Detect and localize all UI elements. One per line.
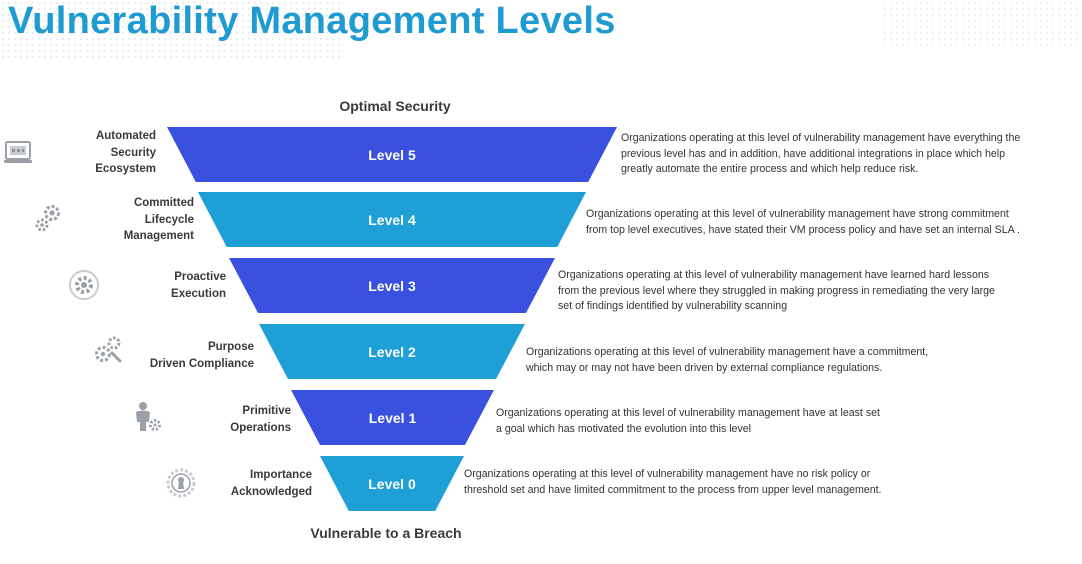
monitor-icon xyxy=(2,136,34,168)
person-gear-icon xyxy=(131,400,163,432)
level-2-label: Level 2 xyxy=(368,343,416,360)
level-3-name: Proactive Execution xyxy=(171,271,226,300)
level-2-name: Purpose Driven Compliance xyxy=(149,341,254,370)
level-5-band: Level 5 xyxy=(167,127,617,182)
keyhole-icon xyxy=(165,467,197,499)
level-1-label: Level 1 xyxy=(368,409,417,426)
level-4-band: Level 4 xyxy=(198,192,586,247)
level-4-name: Committed Lifecycle Management xyxy=(123,197,194,242)
level-0-name: Importance Acknowledged xyxy=(230,469,312,498)
level-0-description: Organizations operating at this level of… xyxy=(464,468,882,496)
level-1-description: Organizations operating at this level of… xyxy=(496,407,880,435)
page-title: Vulnerability Management Levels xyxy=(8,0,616,42)
level-3-band: Level 3 xyxy=(229,258,555,313)
level-5-name: Automated Security Ecosystem xyxy=(95,130,156,175)
level-4-label: Level 4 xyxy=(368,211,416,228)
funnel-bottom-label: Vulnerable to a Breach xyxy=(310,525,462,541)
gears-icon xyxy=(32,202,64,234)
level-1-name: Primitive Operations xyxy=(230,405,291,434)
level-0-label: Level 0 xyxy=(368,475,416,492)
funnel-top-label: Optimal Security xyxy=(339,98,451,114)
level-3-label: Level 3 xyxy=(368,277,416,294)
decorative-dot-pattern xyxy=(0,0,340,58)
level-1-band: Level 1 xyxy=(291,390,494,445)
level-0-band: Level 0 xyxy=(320,456,464,511)
gears-wrench-icon xyxy=(92,334,124,366)
level-2-description: Organizations operating at this level of… xyxy=(526,346,929,374)
decorative-dot-pattern-right xyxy=(882,0,1082,48)
level-4-description: Organizations operating at this level of… xyxy=(586,208,1020,236)
level-3-description: Organizations operating at this level of… xyxy=(558,269,995,312)
level-5-label: Level 5 xyxy=(368,146,416,163)
gear-circle-icon xyxy=(68,269,100,301)
level-2-band: Level 2 xyxy=(259,324,525,379)
level-5-description: Organizations operating at this level of… xyxy=(621,132,1021,175)
